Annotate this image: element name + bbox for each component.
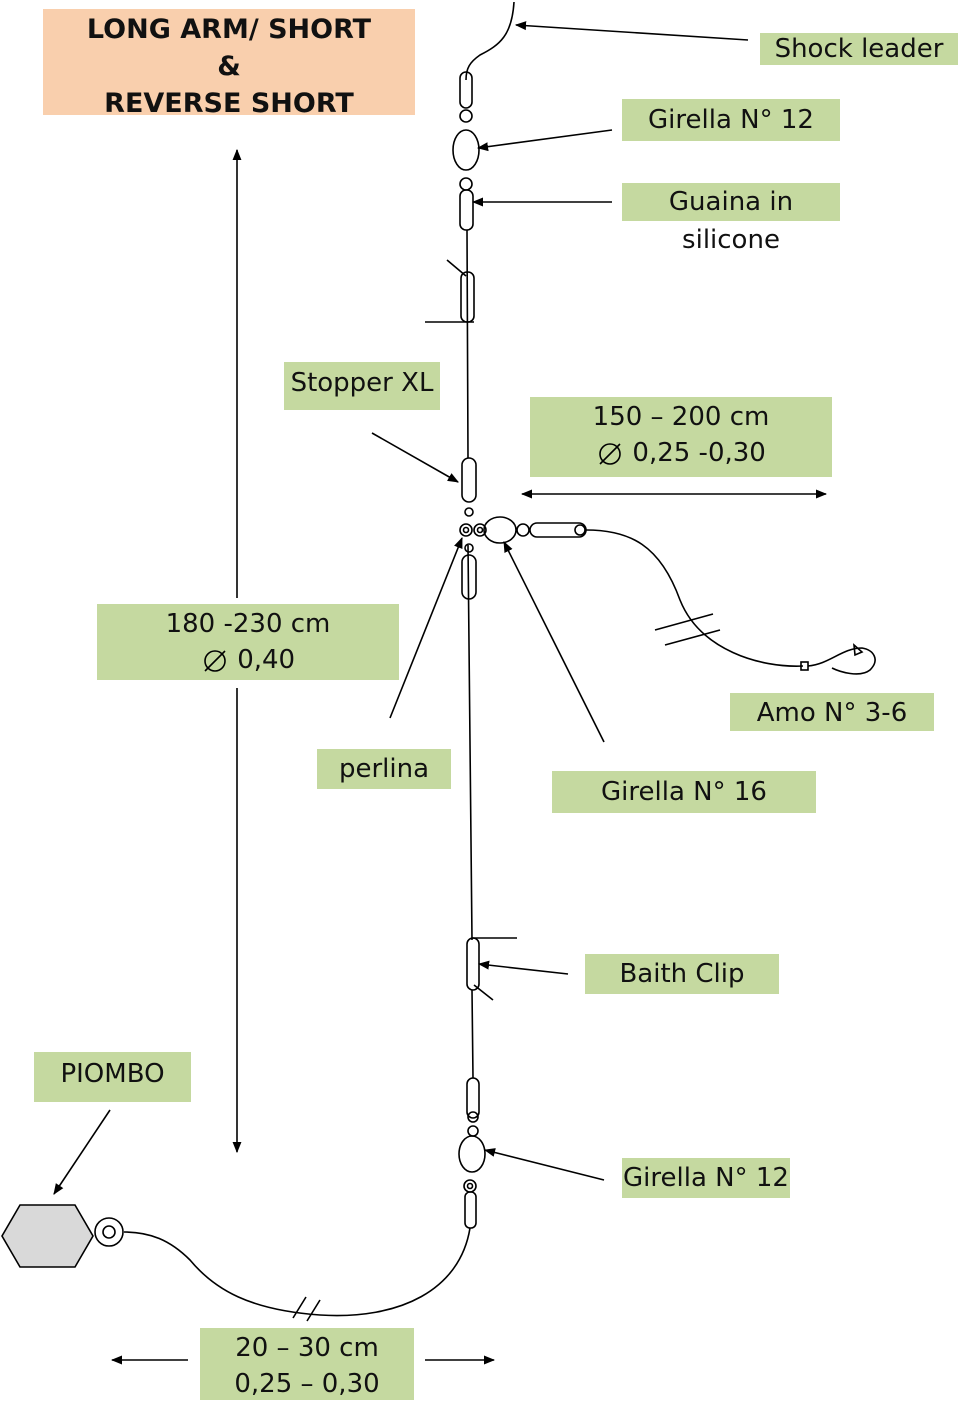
weight-ring-outer	[94, 1217, 124, 1247]
label-amo: Amo N° 3-6	[730, 693, 934, 731]
arrow-piombo	[53, 1109, 111, 1195]
weight-ring-inner	[102, 1225, 116, 1239]
main-diameter: 0,40	[237, 645, 296, 675]
swivel-mid-body	[483, 516, 517, 544]
label-guaina: Guaina in silicone	[622, 183, 840, 255]
hexagon-weight-icon	[1, 1204, 94, 1268]
arrow-perlina	[389, 536, 463, 719]
label-main-line: 180 -230 cm 0,40	[97, 604, 399, 680]
junction-ring-bottom	[464, 543, 474, 553]
stopper-lower	[461, 554, 477, 600]
junction-ring-top	[464, 507, 474, 517]
bead-center	[473, 523, 487, 537]
swivel-bottom-ring	[463, 1179, 477, 1193]
main-diameter-row: 0,40	[97, 642, 399, 678]
swivel-top-eye	[459, 71, 473, 109]
label-branch: 150 – 200 cm 0,25 -0,30	[530, 397, 832, 477]
baith-clip-tag	[472, 937, 517, 1001]
bead-left	[459, 523, 473, 537]
label-baith-clip: Baith Clip	[585, 954, 779, 994]
diameter-icon	[596, 440, 624, 468]
baith-clip	[466, 937, 480, 991]
label-girella-bottom: Girella N° 12	[622, 1158, 790, 1198]
lead-length: 20 – 30 cm	[235, 1333, 379, 1363]
stopper-xl	[461, 457, 477, 503]
stopper-upper-tag	[425, 259, 474, 323]
label-stopper: Stopper XL	[284, 362, 440, 410]
label-perlina: perlina	[317, 749, 451, 789]
label-piombo: PIOMBO	[34, 1052, 191, 1102]
arrow-girella-mid	[503, 540, 605, 743]
branch-line	[585, 529, 804, 667]
swivel-top-body	[452, 129, 480, 171]
diagram-title: LONG ARM/ SHORT & REVERSE SHORT	[43, 9, 415, 119]
arrow-girella-top	[476, 129, 613, 152]
label-girella-top: Girella N° 12	[622, 99, 840, 141]
diameter-icon	[201, 647, 229, 675]
main-line	[466, 229, 474, 1079]
branch-diameter-row: 0,25 -0,30	[530, 435, 832, 471]
hook-icon	[807, 647, 876, 675]
swivel-top-ring-lower	[459, 177, 473, 191]
swivel-bottom-lower-eye	[464, 1191, 477, 1229]
branch-length: 150 – 200 cm	[592, 402, 770, 432]
lead-break-marks	[292, 1296, 321, 1322]
swivel-top-ring	[459, 109, 473, 123]
swivel-mid-ring	[516, 523, 530, 537]
silicone-sleeve	[459, 189, 474, 231]
shock-leader-line	[465, 1, 515, 81]
label-girella-mid: Girella N° 16	[552, 771, 816, 813]
title-line-1: LONG ARM/ SHORT	[86, 14, 372, 45]
arrow-baith-clip	[477, 960, 569, 975]
main-length: 180 -230 cm	[165, 609, 331, 639]
arrow-shock-leader	[514, 21, 749, 41]
branch-break-marks	[654, 613, 721, 646]
lead-line	[123, 1227, 471, 1317]
lead-diameter: 0,25 – 0,30	[234, 1369, 380, 1399]
branch-diameter: 0,25 -0,30	[632, 438, 766, 468]
arrow-girella-bottom	[483, 1148, 605, 1181]
arrow-stopper	[371, 432, 459, 483]
label-lead: 20 – 30 cm 0,25 – 0,30	[200, 1328, 414, 1400]
title-line-3: REVERSE SHORT	[104, 88, 354, 119]
swivel-bottom-body	[458, 1135, 486, 1173]
swivel-bottom-eye	[466, 1077, 480, 1119]
label-shock-leader: Shock leader	[760, 33, 958, 65]
title-line-2: &	[217, 51, 241, 82]
